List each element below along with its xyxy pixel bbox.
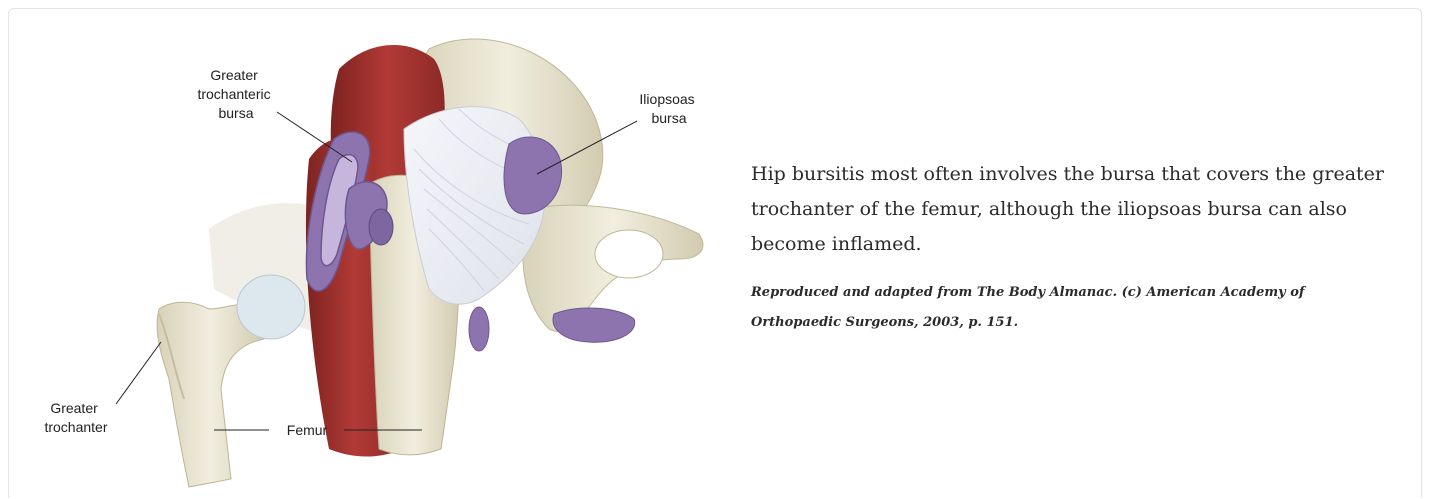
label-femur: Femur [287,422,328,438]
label-greater-trochanteric-bursa: Greater trochanteric bursa [197,67,274,121]
figure-caption: Hip bursitis most often involves the bur… [751,157,1391,338]
label-greater-trochanter: Greater trochanter [44,400,107,435]
left-femoral-head [237,275,305,339]
content-card: Greater trochanteric bursa Iliopsoas bur… [8,8,1422,498]
ischial-bursa-shape [553,308,635,342]
lower-femur-bursa [469,307,489,351]
trochanteric-bursa-lower [369,209,393,245]
hip-anatomy-illustration: Greater trochanteric bursa Iliopsoas bur… [9,9,729,499]
hip-anatomy-svg: Greater trochanteric bursa Iliopsoas bur… [9,9,729,499]
leader-line-greater-trochanter [116,342,161,404]
caption-main-text: Hip bursitis most often involves the bur… [751,157,1391,262]
caption-credit-text: Reproduced and adapted from The Body Alm… [751,278,1311,338]
label-iliopsoas-bursa: Iliopsoas bursa [639,91,698,126]
obturator-foramen [595,230,663,278]
